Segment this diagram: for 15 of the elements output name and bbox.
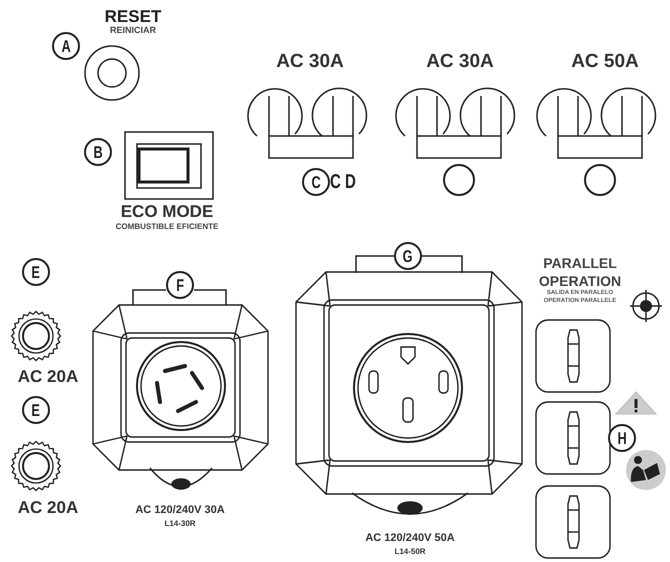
breaker-label: AC 50A	[570, 50, 640, 74]
mode-sublabel: COMBUSTIBLE EFICIENTE	[114, 222, 220, 232]
outlet-type-label: L14-50R	[393, 547, 427, 557]
outlet-type-label: L14-30R	[163, 519, 197, 529]
reset-sublabel: REINICIAR	[108, 25, 157, 36]
outlet-label: AC 20A	[16, 497, 80, 518]
breaker-label: AC 30A	[425, 50, 495, 74]
outlet-rating-label: AC 120/240V 50A	[364, 532, 456, 546]
outlet-label: AC 20A	[16, 366, 80, 388]
callout-text: C D	[330, 172, 356, 192]
parallel-label: PARALLEL OPERATION	[538, 255, 622, 290]
breaker-label: AC 30A	[275, 50, 345, 74]
mode-label: ECO MODE	[120, 201, 214, 222]
reset-label: RESET	[104, 6, 162, 26]
outlet-rating-label: AC 120/240V 30A	[134, 504, 226, 518]
